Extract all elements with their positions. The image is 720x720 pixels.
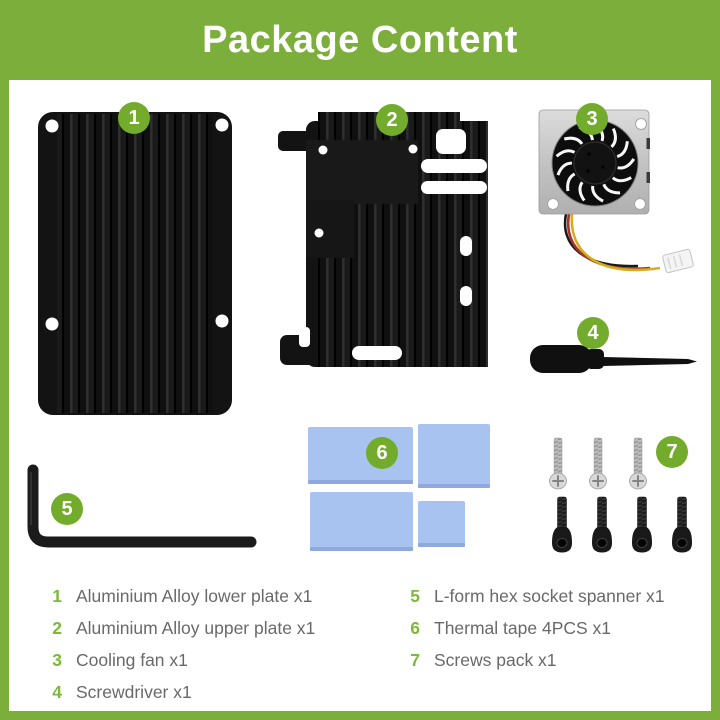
callout-badge-6: 6 xyxy=(366,437,398,469)
aluminium-alloy-upper-plate xyxy=(278,112,488,367)
legend-right-column: 5 L-form hex socket spanner x1 6 Thermal… xyxy=(398,580,698,676)
header-banner: Package Content xyxy=(0,0,720,80)
legend-item-label: Screwdriver x1 xyxy=(76,682,192,702)
fan-wire-yellow xyxy=(570,213,661,272)
page-title: Package Content xyxy=(202,18,518,61)
thermal-tape-pads xyxy=(308,424,490,551)
legend-item-label: Thermal tape 4PCS x1 xyxy=(434,618,612,638)
callout-badge-7: 7 xyxy=(656,436,688,468)
legend-item: 7 Screws pack x1 xyxy=(398,644,698,676)
cooling-fan xyxy=(538,109,694,274)
legend-item-number: 3 xyxy=(52,650,62,670)
screwdriver xyxy=(530,345,697,373)
legend-item-label: Cooling fan x1 xyxy=(76,650,188,670)
aluminium-alloy-lower-plate xyxy=(38,112,232,415)
legend-item: 1 Aluminium Alloy lower plate x1 xyxy=(40,580,380,612)
legend-item-label: Aluminium Alloy upper plate x1 xyxy=(76,618,316,638)
legend-item-label: Aluminium Alloy lower plate x1 xyxy=(76,586,313,606)
legend-item-number: 2 xyxy=(52,618,62,638)
l-form-hex-socket-spanner xyxy=(27,464,257,548)
legend-item-label: Screws pack x1 xyxy=(434,650,557,670)
legend-item: 4 Screwdriver x1 xyxy=(40,676,380,708)
callout-badge-1: 1 xyxy=(118,102,150,134)
legend-item-label: L-form hex socket spanner x1 xyxy=(434,586,665,606)
fan-wire-red xyxy=(566,213,651,270)
legend-item-number: 1 xyxy=(52,586,62,606)
callout-badge-2: 2 xyxy=(376,104,408,136)
legend-item: 5 L-form hex socket spanner x1 xyxy=(398,580,698,612)
callout-badge-5: 5 xyxy=(51,493,83,525)
callout-badge-3: 3 xyxy=(576,103,608,135)
fan-connector xyxy=(662,248,694,274)
legend-item: 2 Aluminium Alloy upper plate x1 xyxy=(40,612,380,644)
fan-blades xyxy=(555,122,636,203)
legend-item: 3 Cooling fan x1 xyxy=(40,644,380,676)
legend-item-number: 6 xyxy=(410,618,420,638)
legend-item-number: 5 xyxy=(410,586,420,606)
legend-left-column: 1 Aluminium Alloy lower plate x1 2 Alumi… xyxy=(40,580,380,708)
legend-item-number: 4 xyxy=(52,682,62,702)
legend-item-number: 7 xyxy=(410,650,420,670)
legend-item: 6 Thermal tape 4PCS x1 xyxy=(398,612,698,644)
callout-badge-4: 4 xyxy=(577,317,609,349)
